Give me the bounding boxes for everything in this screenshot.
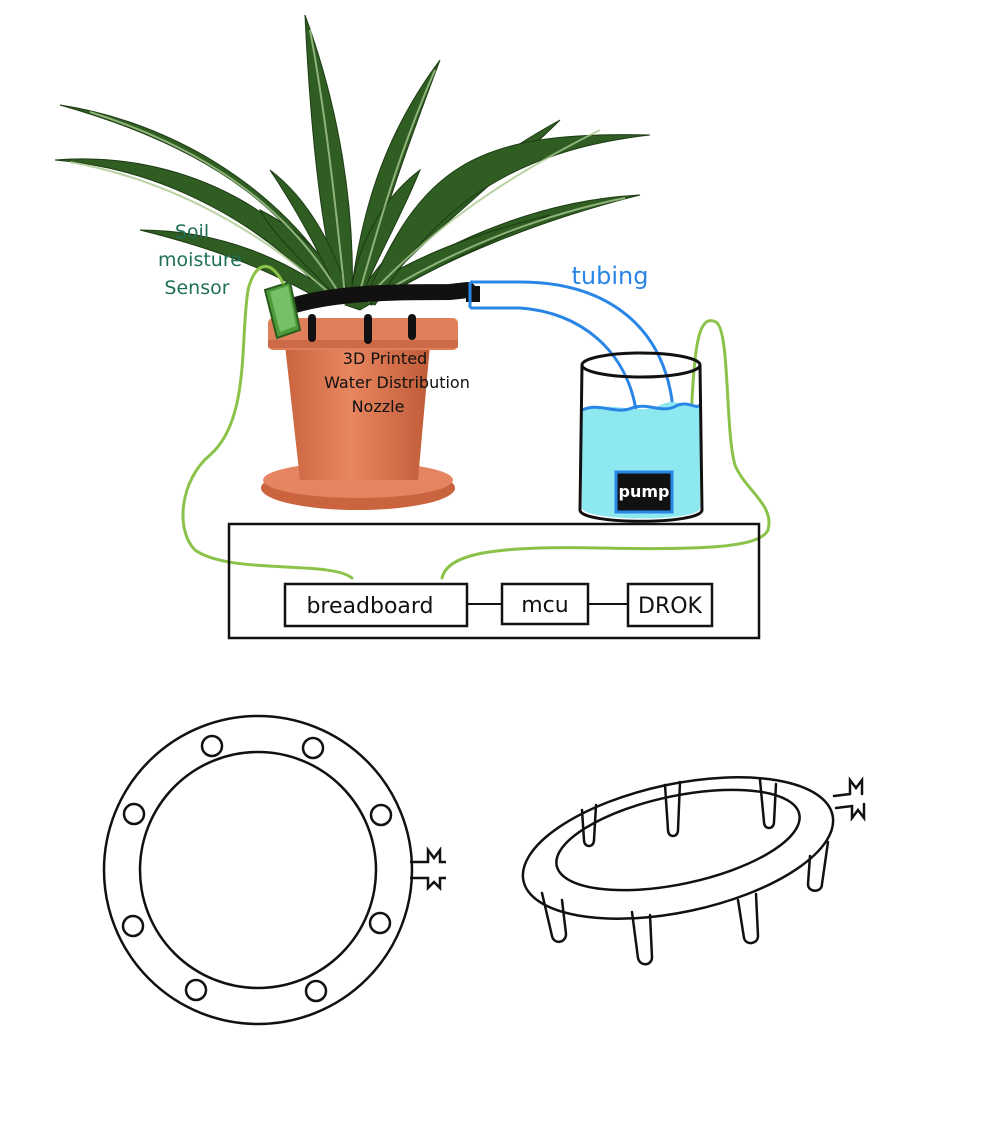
nozzle-label-line2: Water Distribution (324, 373, 470, 392)
base-board (227, 522, 761, 640)
sensor-icon (263, 280, 302, 340)
nozzle-top-view-icon (102, 714, 446, 1026)
drok-box (626, 582, 714, 628)
pump-label: pump (619, 482, 670, 501)
breadboard-label: breadboard (306, 594, 433, 619)
plant-icon (54, 14, 651, 311)
nozzle-perspective-view-icon (521, 776, 866, 966)
nozzle-label-line1: 3D Printed (343, 349, 427, 368)
pump-icon (614, 470, 674, 514)
mcu-label: mcu (521, 593, 568, 618)
tubing-icon (468, 280, 674, 475)
drok-label: DROK (638, 594, 703, 619)
nozzle-label-line3: Nozzle (352, 397, 405, 416)
sensor-label-line3: Sensor (164, 277, 229, 299)
tubing-label: tubing (572, 262, 649, 290)
wire-icon (181, 264, 771, 580)
breadboard-box (283, 582, 469, 628)
sensor-label-line1: Soil (175, 221, 209, 243)
sensor-label-line2: moisture (158, 249, 242, 271)
